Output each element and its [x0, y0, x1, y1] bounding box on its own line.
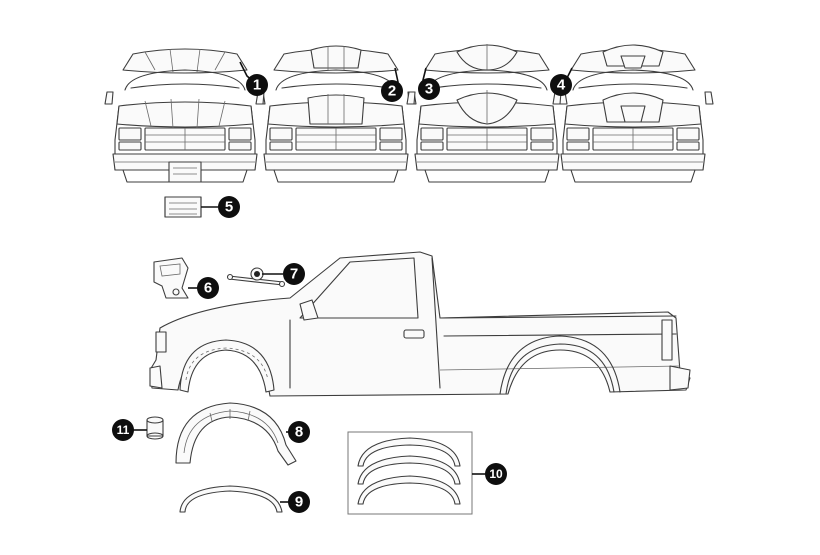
- callout-10-label: 10: [489, 467, 503, 481]
- front-wheel-liner-installed: [179, 339, 275, 393]
- callout-11: 11: [112, 419, 134, 441]
- hood-variant-2: [273, 45, 399, 74]
- callout-9-label: 9: [295, 494, 303, 511]
- callout-5: 5: [218, 196, 240, 218]
- callout-8-label: 8: [295, 424, 303, 441]
- grille-guard-part: [164, 196, 202, 218]
- hood-variant-1: [122, 48, 248, 74]
- linkage-rod-part: [226, 267, 286, 288]
- front-end-1: [104, 69, 266, 183]
- fender-flare-strip-part: [179, 485, 283, 513]
- hood-variant-4: [570, 44, 696, 74]
- callout-8: 8: [288, 421, 310, 443]
- front-end-4: [552, 69, 714, 183]
- callout-6: 6: [197, 277, 219, 299]
- callout-4: 4: [550, 74, 572, 96]
- callout-2-label: 2: [388, 83, 396, 100]
- callout-1-label: 1: [253, 77, 261, 94]
- callout-4-label: 4: [557, 77, 566, 94]
- pickup-truck-side-view: [149, 251, 691, 397]
- front-end-2: [255, 69, 417, 183]
- callout-3: 3: [418, 78, 440, 100]
- cap-part: [146, 416, 164, 440]
- callout-10: 10: [485, 463, 507, 485]
- callout-6-label: 6: [204, 280, 212, 297]
- callout-5-label: 5: [225, 199, 233, 216]
- callout-3-label: 3: [425, 81, 433, 98]
- callout-11-label: 11: [117, 423, 130, 437]
- callout-7: 7: [283, 263, 305, 285]
- callout-2: 2: [381, 80, 403, 102]
- mount-bracket-part: [153, 257, 189, 299]
- callout-9: 9: [288, 491, 310, 513]
- wheel-well-liner-part: [175, 402, 297, 466]
- fender-flare-set-box: [347, 431, 473, 515]
- callout-7-label: 7: [290, 266, 298, 283]
- front-end-3: [406, 69, 568, 183]
- callout-1: 1: [246, 74, 268, 96]
- hood-variant-3: [424, 44, 550, 74]
